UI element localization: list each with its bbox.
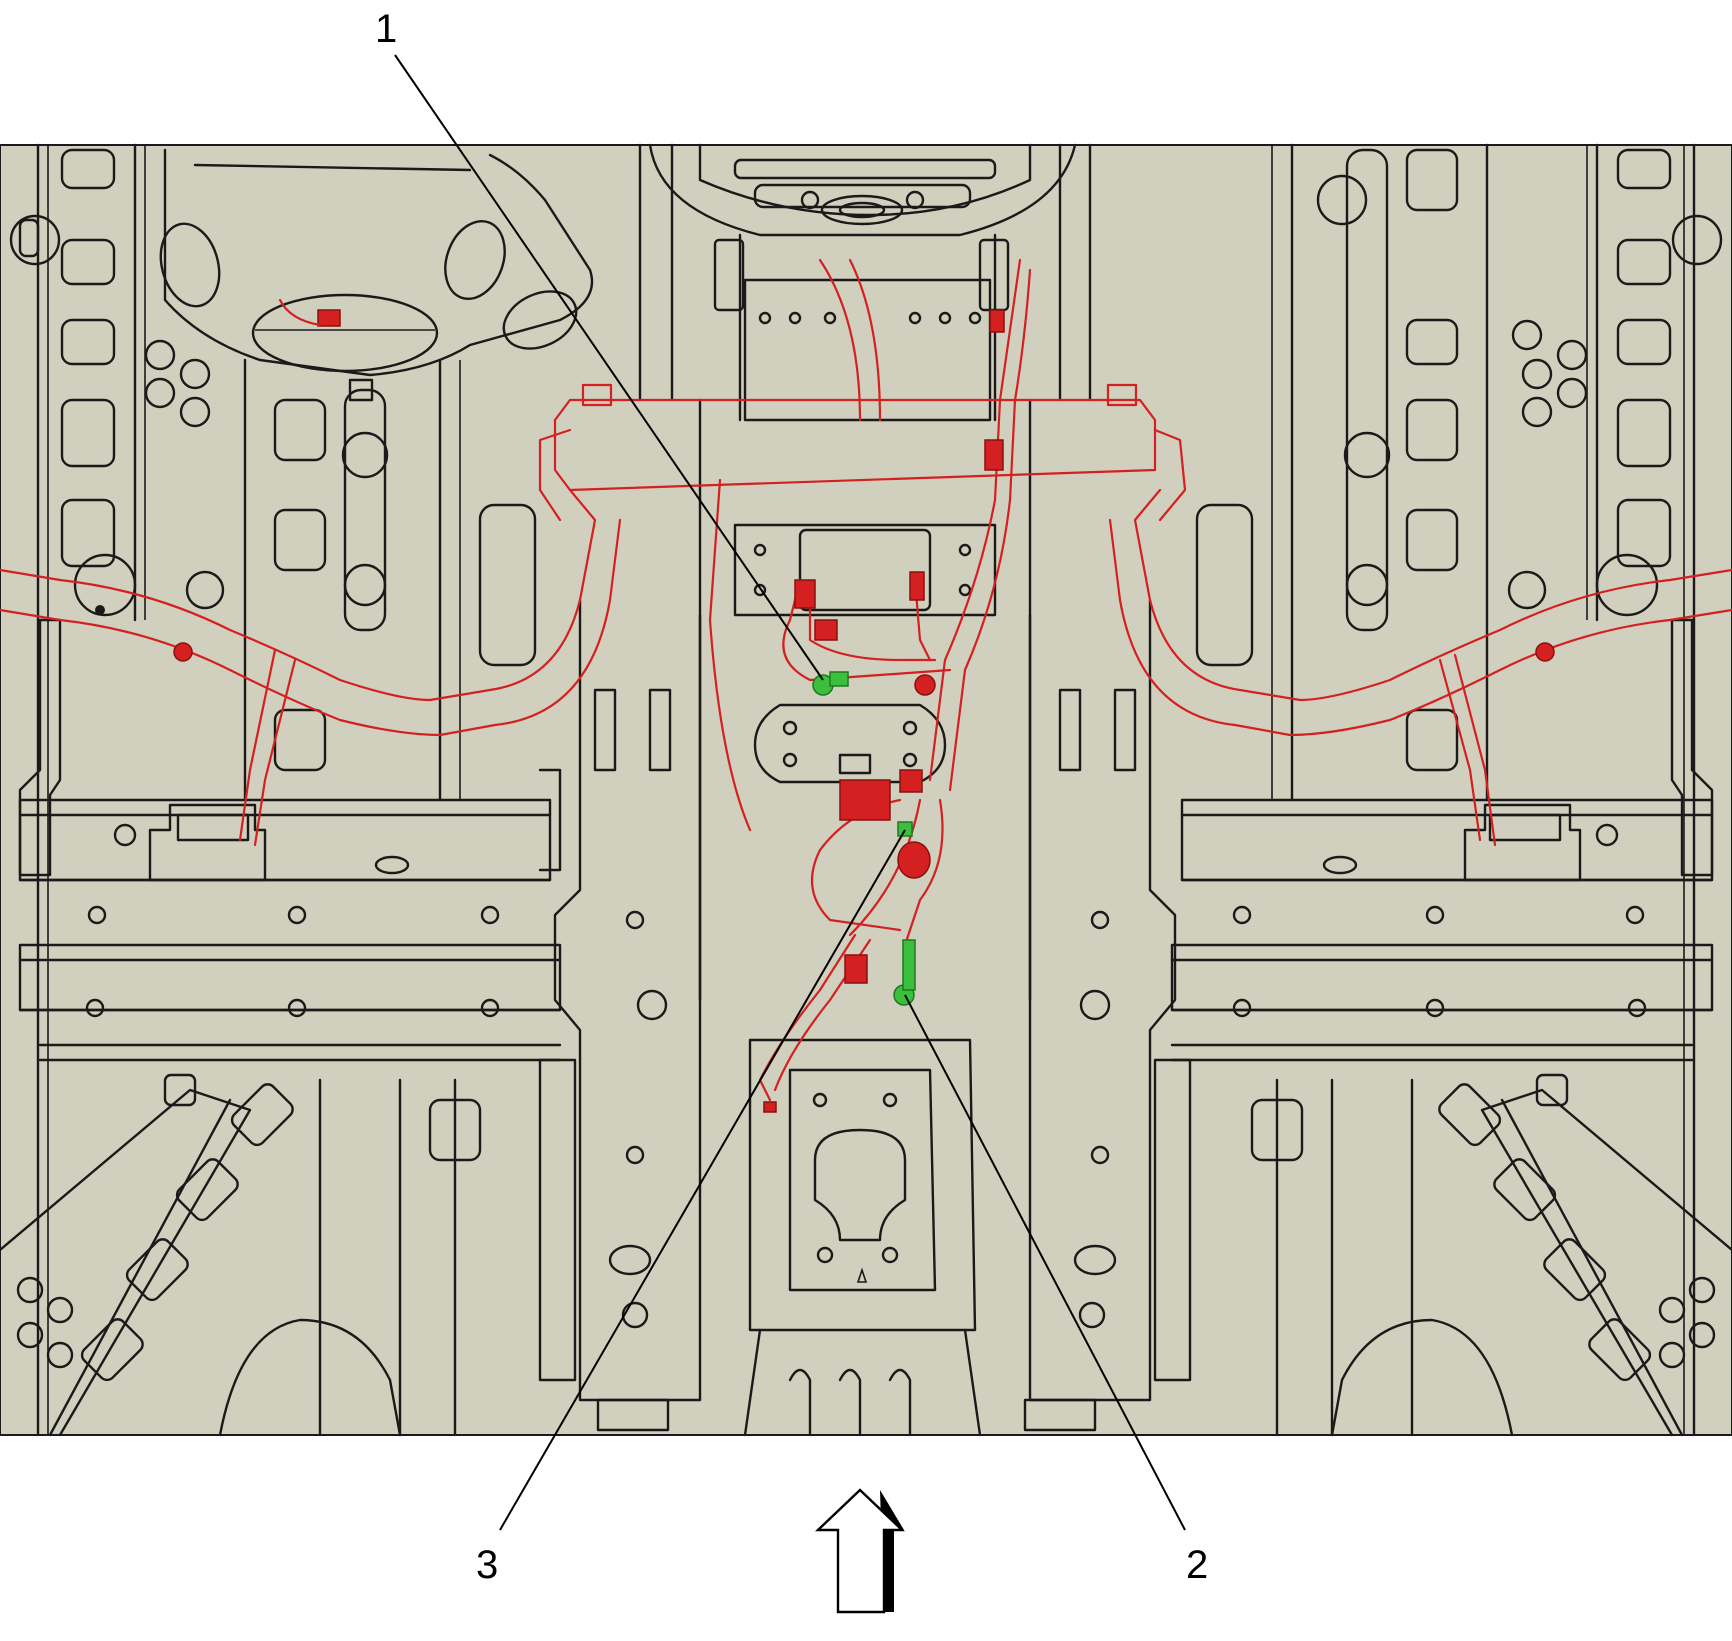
center-console <box>148 143 1582 1437</box>
callout-1: 1 <box>375 7 397 51</box>
callout-2: 2 <box>1186 1543 1208 1587</box>
up-arrow-icon <box>815 1488 905 1614</box>
ground-points <box>812 671 916 1006</box>
leader-line-2 <box>904 994 1186 1531</box>
callout-3: 3 <box>476 1543 498 1587</box>
leader-line-3 <box>499 829 906 1531</box>
wiring-harness <box>0 258 1732 1113</box>
callout-leaders <box>394 54 1186 1531</box>
ground-terminal-3 <box>897 821 913 837</box>
left-floor-structure <box>0 143 594 1437</box>
leader-line-1 <box>394 54 824 681</box>
right-floor-structure <box>1170 143 1732 1437</box>
